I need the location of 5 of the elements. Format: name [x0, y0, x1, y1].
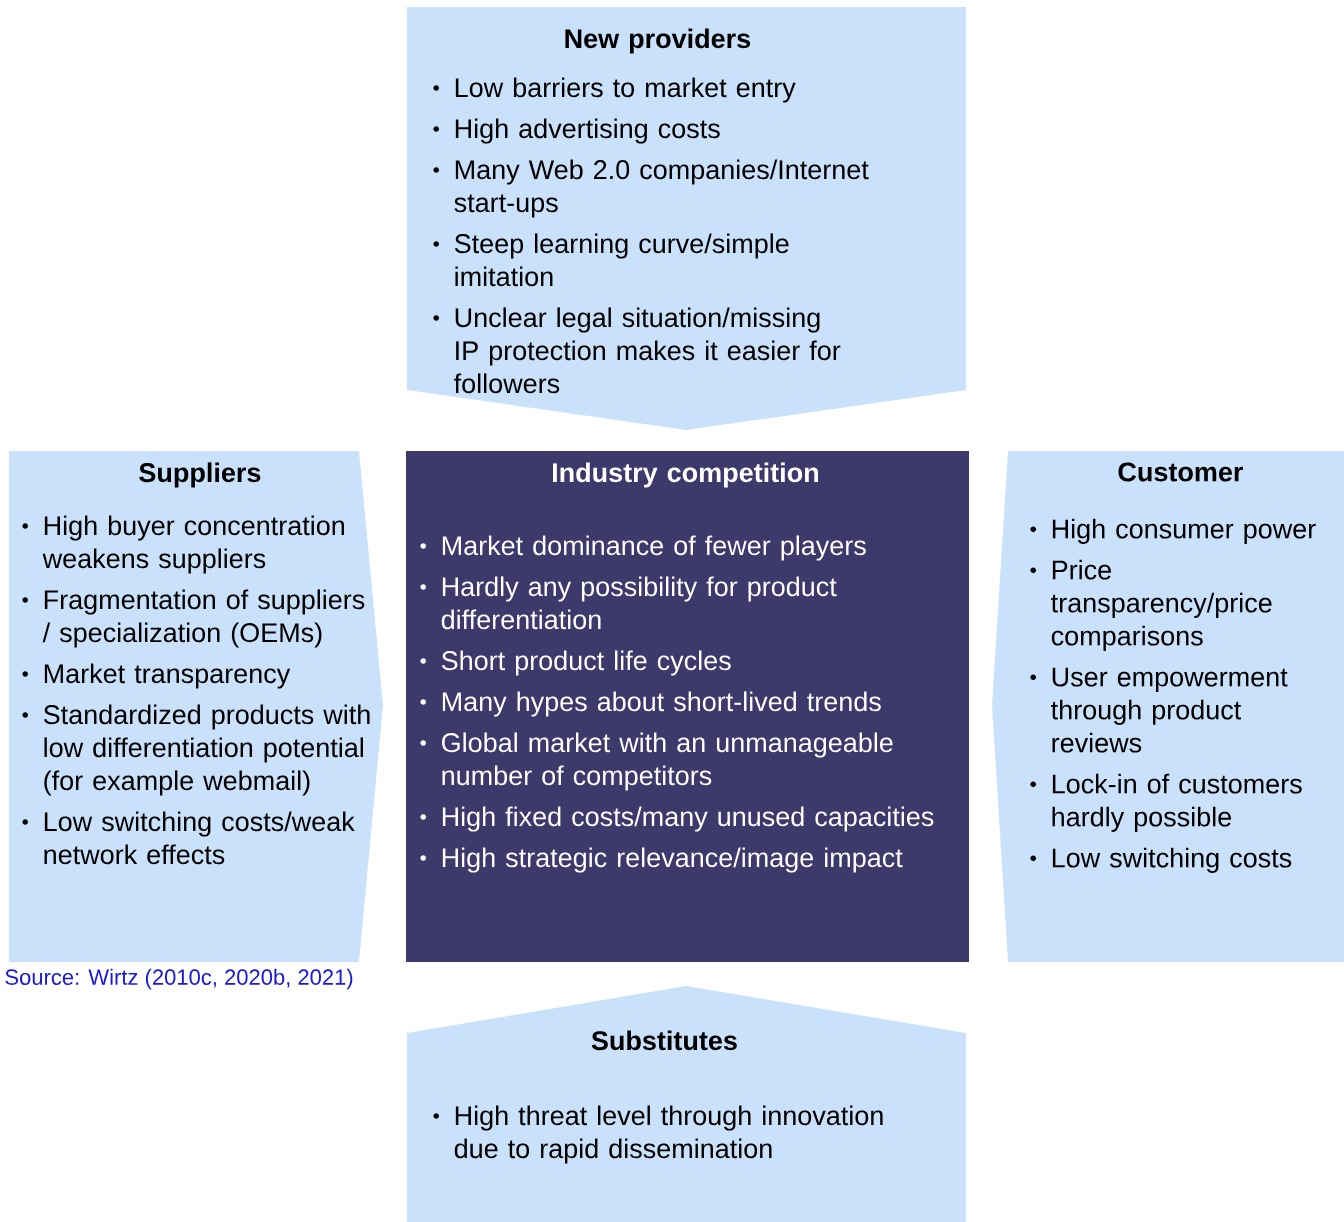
pentagon-box: Substitutes High threat level through innovation due to rapid dissemination — [407, 986, 966, 1222]
pentagon-box: New providers Low barriers to market entry High advertising costs Many Web 2.0 companies/Internet start-ups Steep learning curve/simple imitation Unclear legal situation/missing IP protection makes it easier for followers — [407, 7, 966, 430]
source-note: Source: Wirtz (2010c, 2020b, 2021) — [5, 968, 353, 990]
center-box: Industry competition Market dominance of fewer players Hardly any possibility for product differentiation Short product life cycles Many hypes about short-lived trends Global market with an unmanageable number of competitors High fixed costs/many unused capacities High strategic relevance/image impact — [406, 451, 969, 962]
pentagon-box: Suppliers High buyer concentration weakens suppliers Fragmentation of suppliers / specialization (OEMs) Market transparency Standardized products with low differentiation potential (for example webmail) Low switching costs/weak network effects — [9, 451, 383, 962]
